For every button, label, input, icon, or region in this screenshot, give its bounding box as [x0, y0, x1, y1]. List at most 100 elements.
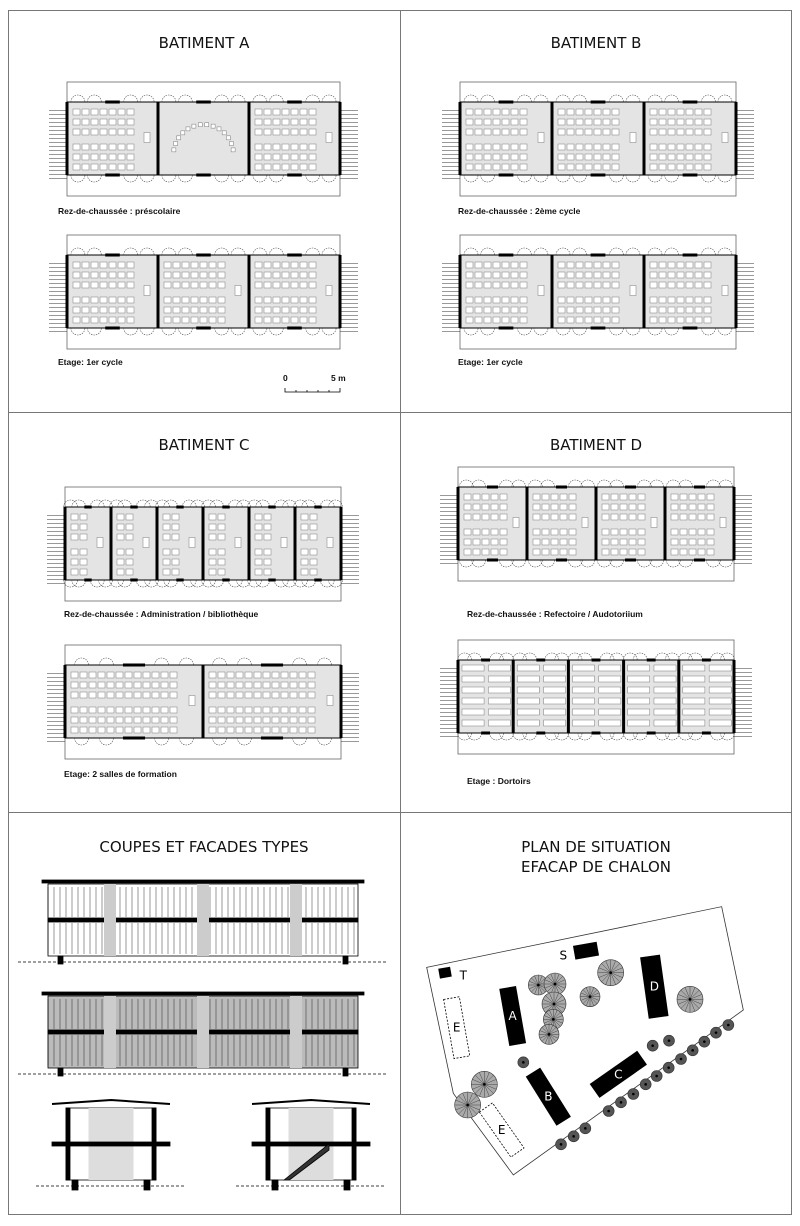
window-wall: [287, 173, 302, 177]
desk: [280, 681, 289, 689]
desk: [519, 128, 528, 136]
chair: [197, 122, 203, 127]
tree-icon: [627, 1088, 640, 1100]
desk: [116, 523, 125, 531]
door-swing: [247, 579, 262, 588]
door-swing: [181, 499, 197, 508]
door-swing: [649, 479, 665, 488]
stair-core: [290, 884, 302, 956]
desk: [289, 681, 298, 689]
desk: [472, 548, 481, 556]
bed: [682, 719, 706, 727]
bed: [653, 697, 677, 705]
desk: [602, 163, 611, 171]
tree-icon: [454, 1091, 481, 1119]
wall: [156, 102, 160, 175]
desk: [72, 128, 81, 136]
desk: [116, 558, 125, 566]
desk: [160, 706, 169, 714]
desk: [501, 143, 510, 151]
wall: [642, 102, 646, 175]
desk: [117, 296, 126, 304]
desk: [272, 153, 281, 161]
desk: [492, 271, 501, 279]
desk: [557, 153, 566, 161]
desk: [584, 108, 593, 116]
door-swing: [63, 499, 78, 508]
door-swing: [70, 174, 86, 183]
tree-branch: [585, 987, 591, 997]
desk: [289, 706, 298, 714]
tree-branch: [538, 975, 543, 986]
desk: [272, 261, 281, 269]
desk: [465, 281, 474, 289]
tree-trunk: [607, 1109, 610, 1113]
wall: [550, 255, 554, 328]
desk: [151, 706, 160, 714]
desk: [492, 163, 501, 171]
wall: [247, 255, 251, 328]
door-swing: [282, 579, 297, 588]
desk: [658, 163, 667, 171]
site-label-t: T: [459, 969, 468, 983]
door-swing: [273, 579, 289, 588]
desk: [162, 523, 171, 531]
desk: [163, 296, 172, 304]
desk: [685, 118, 694, 126]
desk: [685, 296, 694, 304]
desk: [566, 153, 575, 161]
door-swing: [499, 652, 514, 661]
scale-zero: 0: [283, 373, 288, 383]
door-swing: [190, 499, 205, 508]
desk: [272, 316, 281, 324]
desk: [115, 681, 124, 689]
desk: [593, 128, 602, 136]
caption-c-ground: Rez-de-chaussée : Administration / bibli…: [64, 609, 259, 619]
door-swing: [609, 94, 624, 103]
bed: [572, 719, 595, 727]
title-batiment-b: BATIMENT B: [551, 34, 642, 52]
desk: [235, 691, 244, 699]
stair: [736, 263, 754, 332]
title-batiment-d: BATIMENT D: [550, 436, 642, 454]
desk: [510, 271, 519, 279]
desk: [263, 118, 272, 126]
tree-branch: [547, 976, 556, 985]
desk: [679, 538, 688, 546]
building-label-c: C: [614, 1067, 622, 1081]
door-swing: [467, 732, 482, 741]
desk: [601, 503, 610, 511]
desk: [619, 503, 628, 511]
tree-trunk: [667, 1066, 670, 1069]
door-swing: [99, 657, 114, 666]
desk: [501, 128, 510, 136]
desk: [568, 513, 577, 521]
desk: [262, 716, 271, 724]
section: [236, 1098, 386, 1191]
tree-branch: [484, 1084, 490, 1097]
desk: [575, 118, 584, 126]
door-swing: [489, 732, 504, 741]
door-swing: [123, 174, 138, 183]
door-swing: [632, 732, 648, 741]
wall: [734, 255, 738, 328]
wall: [456, 487, 460, 560]
bed: [708, 719, 732, 727]
desk: [492, 143, 501, 151]
bed: [682, 675, 706, 683]
desk: [90, 281, 99, 289]
desk: [637, 538, 646, 546]
desk: [593, 163, 602, 171]
door-swing: [139, 247, 155, 256]
door-swing: [70, 327, 86, 336]
desk: [499, 538, 508, 546]
door-swing: [664, 94, 679, 103]
door-swing: [135, 499, 151, 508]
scale-bar: 0 5 m: [283, 373, 346, 393]
door-swing: [214, 174, 229, 183]
desk: [703, 316, 712, 324]
door-swing: [98, 499, 113, 508]
door-swing: [123, 94, 138, 103]
door-swing: [533, 247, 549, 256]
door-swing: [269, 327, 284, 336]
